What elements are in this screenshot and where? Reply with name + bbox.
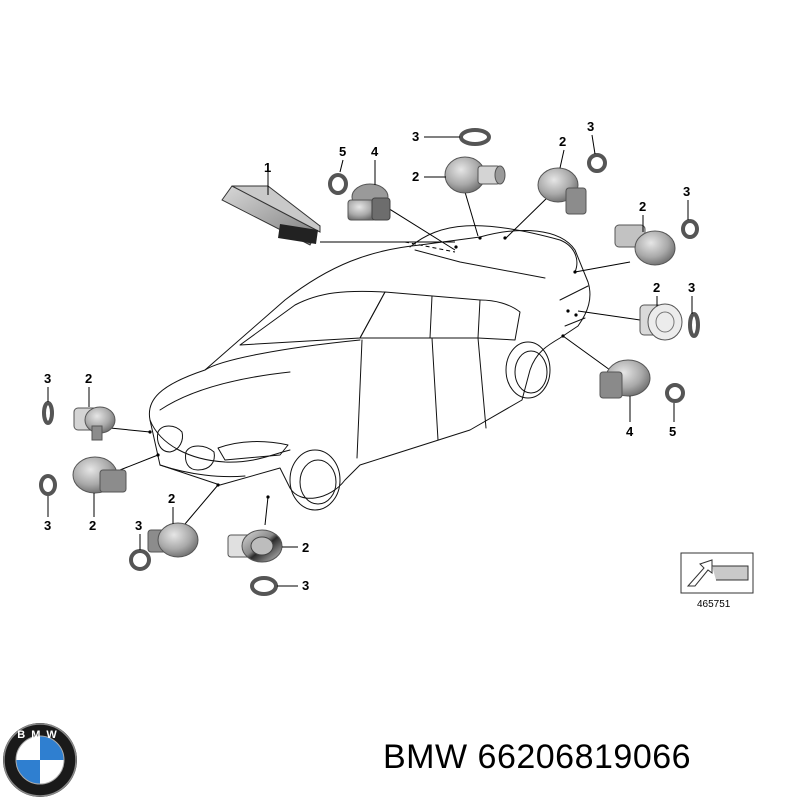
callout-2: 2 — [412, 169, 419, 184]
callout-2: 2 — [639, 199, 646, 214]
callout-3: 3 — [135, 518, 142, 533]
logo-text: BMW — [17, 729, 63, 741]
reference-box: 465751 — [680, 552, 754, 610]
caption-brand: BMW — [383, 738, 468, 776]
callout-5: 5 — [669, 424, 676, 439]
callout-3: 3 — [683, 184, 690, 199]
callout-3: 3 — [44, 371, 51, 386]
control-module-part — [221, 172, 321, 246]
callout-3: 3 — [412, 129, 419, 144]
parking-sensor-parts — [72, 156, 683, 563]
callout-2: 2 — [85, 371, 92, 386]
callout-2: 2 — [168, 491, 175, 506]
callout-3: 3 — [688, 280, 695, 295]
callout-labels: 1 5 4 3 2 2 3 2 3 2 3 4 5 3 2 3 2 3 — [44, 119, 695, 593]
callout-3: 3 — [44, 518, 51, 533]
callout-4: 4 — [371, 144, 379, 159]
reference-number: 465751 — [697, 599, 731, 610]
callout-4: 4 — [626, 424, 634, 439]
callout-2: 2 — [302, 540, 309, 555]
leader-lines — [109, 191, 641, 526]
callout-3: 3 — [302, 578, 309, 593]
callout-1: 1 — [264, 160, 271, 175]
part-caption: BMW 66206819066 — [383, 738, 691, 777]
caption-part-number: 66206819066 — [477, 738, 692, 776]
callout-5: 5 — [339, 144, 346, 159]
sensor-rings — [39, 128, 700, 596]
callout-2: 2 — [559, 134, 566, 149]
callout-2: 2 — [653, 280, 660, 295]
bmw-logo: BMW — [3, 723, 77, 797]
car-outline — [148, 225, 591, 511]
callout-3: 3 — [587, 119, 594, 134]
callout-2: 2 — [89, 518, 96, 533]
